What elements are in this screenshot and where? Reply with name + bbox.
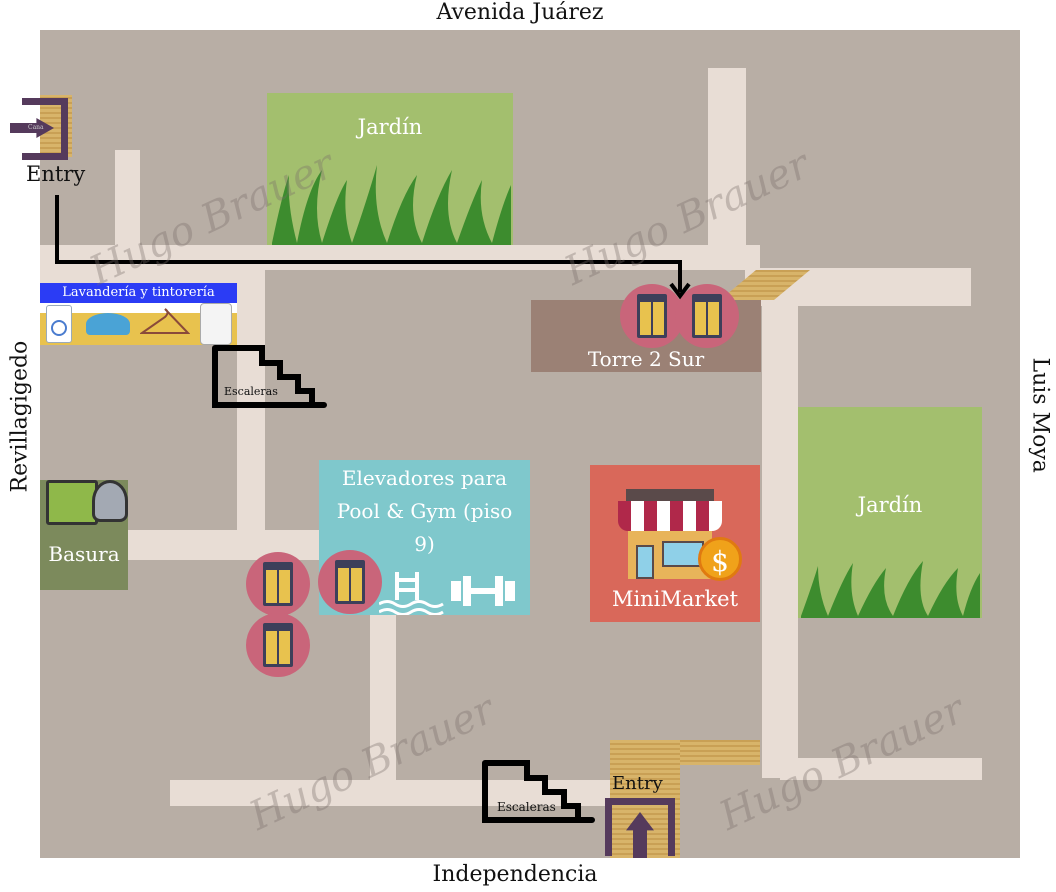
street-west: Revillagigedo bbox=[7, 340, 33, 493]
entry-label[interactable]: Entry bbox=[612, 773, 663, 794]
elevator-icon bbox=[318, 550, 382, 614]
hanger-icon bbox=[140, 308, 190, 334]
elevators-label: Elevadores para Pool & Gym (piso 9) bbox=[336, 466, 513, 556]
walkway bbox=[115, 150, 140, 250]
entry-arrow-icon: Cana bbox=[10, 118, 54, 138]
walkway bbox=[370, 610, 396, 782]
elevator-icon bbox=[246, 552, 310, 616]
store-icon bbox=[628, 531, 712, 579]
elevator-icon bbox=[675, 284, 739, 348]
stairs-icon bbox=[482, 760, 595, 823]
iron-icon bbox=[86, 313, 130, 335]
store-awning-icon bbox=[618, 501, 722, 531]
shirt-icon bbox=[200, 303, 232, 345]
elevator-icon bbox=[246, 613, 310, 677]
garden-label: Jardín bbox=[357, 115, 423, 139]
entry-door-icon bbox=[605, 798, 675, 856]
walkway bbox=[170, 780, 610, 806]
trash-bag-icon bbox=[92, 480, 128, 522]
walkway bbox=[780, 758, 982, 780]
store-roof bbox=[626, 489, 714, 501]
street-south: Independencia bbox=[432, 862, 598, 887]
entry-label[interactable]: Entry bbox=[26, 162, 86, 186]
walkway bbox=[708, 68, 746, 270]
laundry-label: Lavandería y tintorería bbox=[40, 283, 237, 303]
pool-icon bbox=[379, 572, 444, 615]
coin-icon: $ bbox=[698, 537, 742, 581]
stairs-label: Escaleras bbox=[497, 800, 556, 814]
elevator-icon bbox=[620, 284, 684, 348]
market-label: MiniMarket bbox=[611, 587, 739, 611]
trash-area: Basura bbox=[40, 480, 128, 590]
tower-label: Torre 2 Sur bbox=[587, 347, 705, 371]
trash-label: Basura bbox=[48, 542, 120, 566]
stairs-label: Escaleras bbox=[224, 385, 278, 398]
street-north: Avenida Juárez bbox=[436, 0, 604, 25]
stairs-icon bbox=[212, 345, 327, 408]
garden-top: Jardín bbox=[267, 93, 513, 245]
garden-label: Jardín bbox=[857, 493, 923, 517]
walkway bbox=[40, 270, 240, 285]
walkway bbox=[762, 270, 798, 778]
entry-door-icon bbox=[22, 98, 68, 160]
grass-icon bbox=[272, 165, 511, 245]
grass-icon bbox=[801, 561, 980, 618]
walkway bbox=[237, 270, 265, 560]
dumbbell-icon bbox=[451, 576, 515, 606]
laundry: Lavandería y tintorería bbox=[40, 283, 237, 345]
minimarket: $ MiniMarket bbox=[590, 465, 760, 622]
garden-right: Jardín bbox=[798, 407, 982, 618]
walkway bbox=[40, 245, 760, 270]
street-east: Luis Moya bbox=[1027, 357, 1053, 473]
washer-icon bbox=[46, 305, 72, 343]
